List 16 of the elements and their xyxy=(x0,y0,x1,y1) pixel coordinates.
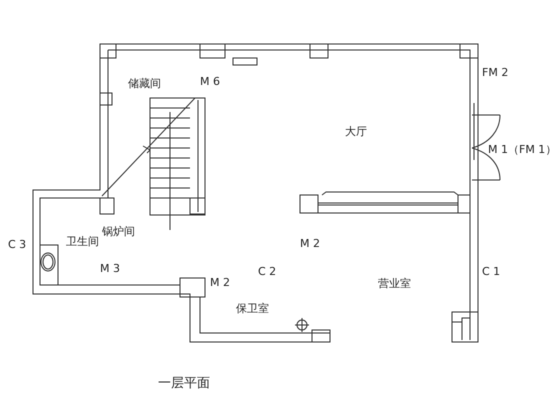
window-label: C 3 xyxy=(8,238,26,251)
room-label: 大厅 xyxy=(345,125,367,138)
window-label: C 1 xyxy=(482,265,500,278)
room-label: 锅炉间 xyxy=(102,225,135,238)
plan-title: 一层平面 xyxy=(158,375,210,392)
door-label: M 6 xyxy=(200,75,220,88)
room-label: 营业室 xyxy=(378,277,411,290)
door-label: M 2 xyxy=(210,276,230,289)
door-label: M 2 xyxy=(300,237,320,250)
window-label: C 2 xyxy=(258,265,276,278)
door-label: FM 2 xyxy=(482,66,508,79)
room-label: 卫生间 xyxy=(66,235,99,248)
room-label: 储藏间 xyxy=(128,77,161,90)
room-label: 保卫室 xyxy=(236,302,269,315)
door-label: M 3 xyxy=(100,262,120,275)
door-label: M 1（FM 1） xyxy=(488,143,556,156)
